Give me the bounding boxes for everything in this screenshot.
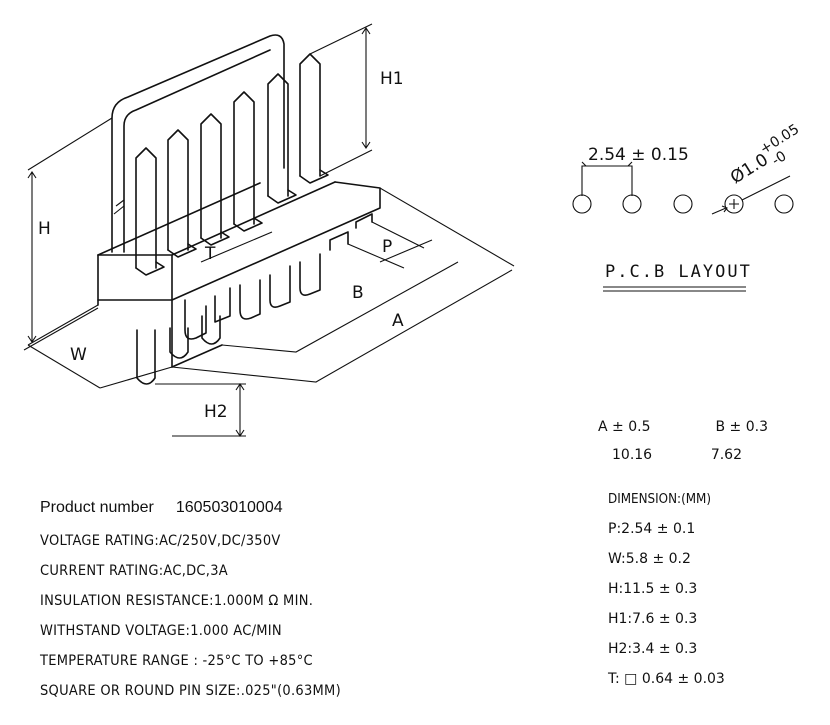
pcb-hole-4 xyxy=(724,194,744,214)
spec-voltage-rating: VOLTAGE RATING:AC/250V,DC/350V xyxy=(40,533,281,549)
spec-withstand-voltage: WITHSTAND VOLTAGE:1.000 AC/MIN xyxy=(40,623,282,639)
label-b: B xyxy=(352,283,364,303)
label-h2: H2 xyxy=(204,402,228,422)
label-w: W xyxy=(70,345,87,365)
dimensions-title: DIMENSION:(MM) xyxy=(608,492,712,507)
pcb-hole-3 xyxy=(673,194,693,214)
pcb-hole-1 xyxy=(572,194,592,214)
product-number-label: Product number xyxy=(40,499,154,516)
pcb-layout-title: P.C.B LAYOUT xyxy=(605,262,752,282)
pcb-pitch-label: 2.54 ± 0.15 xyxy=(588,145,689,165)
dimension-h2: H2:3.4 ± 0.3 xyxy=(608,641,698,657)
connector-body xyxy=(97,34,381,368)
pcb-hole-5 xyxy=(774,194,794,214)
pcb-layout: 2.54 ± 0.15 Ø1.0 +0.05 -0 P.C.B LAYOUT xyxy=(572,121,802,292)
label-t: T xyxy=(204,244,216,264)
product-number-line: Product number 160503010004 xyxy=(40,496,520,526)
tolerance-header-row: A ± 0.5 B ± 0.3 xyxy=(598,413,768,441)
tolerance-value-b: 7.62 xyxy=(710,447,742,463)
label-a: A xyxy=(392,311,404,331)
dimension-h1: H1:7.6 ± 0.3 xyxy=(608,611,698,627)
product-number-value: 160503010004 xyxy=(175,499,283,516)
tolerance-header-a: A ± 0.5 xyxy=(598,419,651,435)
tolerance-table: A ± 0.5 B ± 0.3 10.16 7.62 xyxy=(598,413,768,469)
tolerance-value-a: 10.16 xyxy=(612,447,653,463)
tolerance-header-b: B ± 0.3 xyxy=(715,419,769,435)
spec-pin-size: SQUARE OR ROUND PIN SIZE:.025"(0.63MM) xyxy=(40,683,341,699)
spec-temperature-range: TEMPERATURE RANGE : -25°C TO +85°C xyxy=(40,653,313,669)
tolerance-value-row: 10.16 7.62 xyxy=(598,441,768,469)
label-h1: H1 xyxy=(380,69,404,89)
product-specs: Product number 160503010004 VOLTAGE RATIN… xyxy=(40,496,520,706)
spec-insulation-resistance: INSULATION RESISTANCE:1.000M Ω MIN. xyxy=(40,593,314,609)
dimension-h: H:11.5 ± 0.3 xyxy=(608,581,698,597)
spec-current-rating: CURRENT RATING:AC,DC,3A xyxy=(40,563,228,579)
dimension-p: P:2.54 ± 0.1 xyxy=(608,521,696,537)
dimension-w: W:5.8 ± 0.2 xyxy=(608,551,691,567)
label-p: P xyxy=(382,237,392,257)
dimension-lines xyxy=(23,23,515,437)
dimension-t: T: □ 0.64 ± 0.03 xyxy=(608,671,725,687)
connector-pins xyxy=(135,53,329,385)
dimensions-list: DIMENSION:(MM) P:2.54 ± 0.1 W:5.8 ± 0.2 … xyxy=(608,486,808,694)
label-h: H xyxy=(38,219,51,239)
pcb-hole-2 xyxy=(622,194,642,214)
